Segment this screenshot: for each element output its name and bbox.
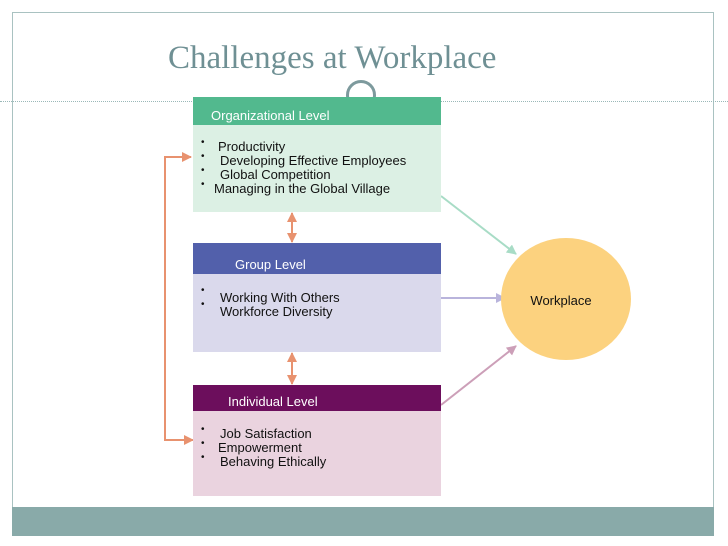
bullet-icon: • [201, 438, 205, 449]
individual-item: Empowerment [218, 440, 302, 455]
group-level-body: • Working With Others • Workforce Divers… [193, 274, 441, 352]
group-item: Workforce Diversity [220, 304, 333, 319]
bullet-icon: • [201, 151, 205, 162]
workplace-label: Workplace [530, 293, 592, 308]
bullet-icon: • [201, 452, 205, 463]
organizational-item: Developing Effective Employees [220, 153, 407, 168]
organizational-level-body: • Productivity • Developing Effective Em… [193, 125, 441, 212]
slide-title: Challenges at Workplace [168, 40, 497, 76]
organizational-item: Global Competition [220, 167, 331, 182]
organizational-level-box: Organizational Level • Productivity • De… [193, 97, 441, 212]
group-item: Working With Others [220, 290, 340, 305]
bullet-icon: • [201, 299, 205, 310]
arrow-organizational-to-workplace [440, 195, 517, 255]
bullet-icon: • [201, 424, 205, 435]
title-ring-decoration [346, 80, 376, 98]
organizational-level-header: Organizational Level [193, 97, 441, 125]
individual-level-body: • Job Satisfaction • Empowerment • Behav… [193, 411, 441, 496]
workplace-circle: Workplace [501, 238, 631, 360]
arrow-individual-to-workplace [440, 345, 517, 406]
bullet-icon: • [201, 137, 205, 148]
feedback-loop-arrow [164, 152, 194, 445]
individual-level-box: Individual Level • Job Satisfaction • Em… [193, 385, 441, 496]
group-level-box: Group Level • Working With Others • Work… [193, 243, 441, 352]
individual-level-header: Individual Level [193, 385, 441, 411]
organizational-item: Managing in the Global Village [214, 181, 391, 196]
footer-bar [12, 507, 714, 536]
group-level-header: Group Level [193, 243, 441, 274]
bullet-icon: • [201, 179, 205, 190]
individual-item: Behaving Ethically [220, 454, 327, 469]
organizational-item: Productivity [218, 139, 286, 154]
bullet-icon: • [201, 165, 205, 176]
individual-item: Job Satisfaction [220, 426, 312, 441]
bullet-icon: • [201, 285, 205, 296]
